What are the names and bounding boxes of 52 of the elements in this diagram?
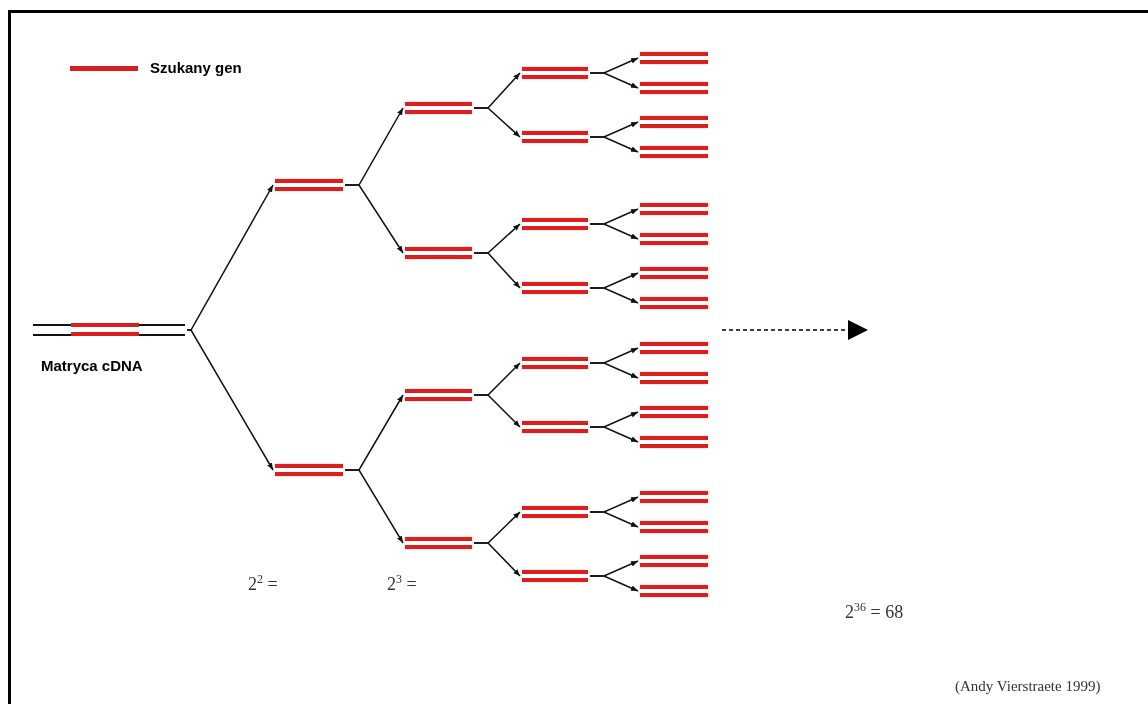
arrow [589,511,639,528]
dna-double-strand [640,52,708,64]
dna-double-strand [640,342,708,354]
dna-double-strand [640,116,708,128]
arrow [473,542,521,577]
dna-double-strand [640,267,708,279]
arrow [344,469,404,544]
dna-double-strand [405,102,472,114]
dna-double-strand [522,421,588,433]
dna-double-strand [522,570,588,582]
cdna-template-strand [33,324,185,336]
arrow [589,287,639,304]
dna-double-strand [522,357,588,369]
dna-double-strand [275,464,343,476]
dna-double-strand [640,297,708,309]
arrow [589,223,639,240]
dna-double-strand [405,537,472,549]
dna-double-strand [275,179,343,191]
arrow [589,136,639,153]
dna-double-strand [405,389,472,401]
arrow [589,426,639,443]
dna-double-strand [640,491,708,503]
dna-double-strand [640,555,708,567]
arrow [473,394,521,428]
formula-label: 2$^{3}$ = [387,572,417,595]
dna-double-strand [522,131,588,143]
dna-double-strand [640,203,708,215]
dna-double-strand [640,436,708,448]
credit-note: (Andy Vierstraete 1999) [955,678,1101,695]
node-caption: Matryca cDNA [41,357,143,374]
dna-double-strand [522,506,588,518]
arrow [473,107,521,138]
formula-label: 2$^{2}$ = [248,572,278,595]
arrow [589,575,639,592]
arrow [473,252,521,289]
dna-double-strand [405,247,472,259]
arrow [589,72,639,89]
formula-label: 2$^{36}$ = 68 [845,600,904,623]
dna-double-strand [522,67,588,79]
dna-double-strand [640,521,708,533]
arrow [589,362,639,379]
dna-double-strand [640,146,708,158]
dna-double-strand [640,372,708,384]
dna-double-strand [640,585,708,597]
dna-double-strand [640,82,708,94]
legend-label: Szukany gen [150,59,242,76]
dna-double-strand [640,233,708,245]
arrow [186,329,274,471]
dna-double-strand [522,218,588,230]
dna-double-strand [522,282,588,294]
dna-double-strand [640,406,708,418]
arrow [344,184,404,254]
